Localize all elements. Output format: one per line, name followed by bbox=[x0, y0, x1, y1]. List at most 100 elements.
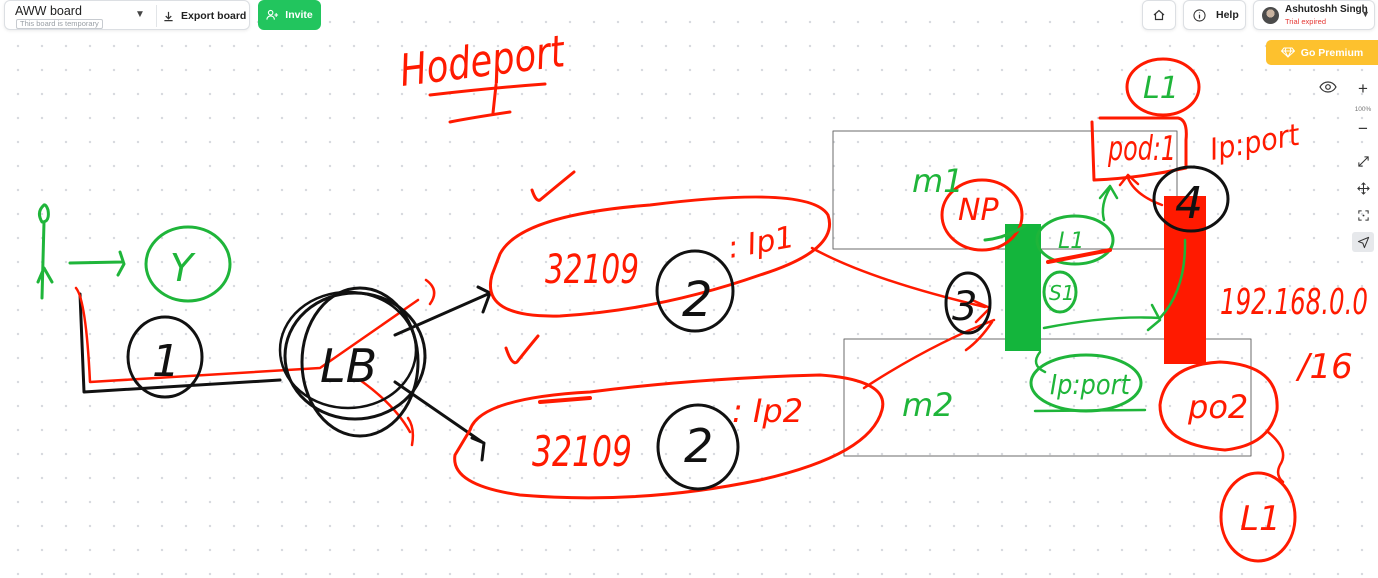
user-name: Ashutoshh Singh bbox=[1285, 4, 1368, 15]
label-l1-top: L1 bbox=[1143, 71, 1179, 106]
move-icon bbox=[1356, 181, 1370, 195]
green-up-arrow bbox=[1098, 184, 1119, 222]
fullscreen-button[interactable] bbox=[1352, 151, 1374, 171]
home-icon bbox=[1153, 9, 1165, 21]
label-mask: /16 bbox=[1295, 347, 1353, 387]
green-arrow bbox=[68, 250, 126, 277]
add-user-icon bbox=[266, 9, 279, 20]
zoom-level: 100% bbox=[1354, 106, 1372, 113]
invite-button[interactable]: Invite bbox=[258, 0, 321, 30]
avatar[interactable] bbox=[1262, 7, 1279, 24]
red-path-line-2 bbox=[358, 278, 436, 447]
label-s1: S1 bbox=[1049, 281, 1074, 305]
select-tool[interactable] bbox=[1352, 205, 1374, 225]
label-ip-port-mid: Ip:port bbox=[1050, 368, 1131, 401]
label-ip1: : Ip1 bbox=[725, 220, 797, 266]
label-l1-bottom: L1 bbox=[1240, 499, 1281, 539]
pod2-circle bbox=[1158, 360, 1279, 452]
label-l1-mid: L1 bbox=[1058, 229, 1084, 254]
node4-to-pod1-arrow bbox=[1118, 173, 1164, 207]
bottom-cluster-ellipse bbox=[453, 373, 885, 500]
move-tool[interactable] bbox=[1352, 178, 1374, 198]
l1-bottom-circle bbox=[1219, 471, 1297, 563]
l1-mid-circle bbox=[1035, 214, 1115, 266]
chevron-down-icon[interactable]: ▼ bbox=[135, 9, 145, 20]
green-bar bbox=[1005, 224, 1041, 351]
diamond-icon bbox=[1280, 47, 1295, 58]
s1-circle bbox=[1042, 270, 1078, 314]
label-pod2: po2 bbox=[1187, 388, 1248, 426]
board-name[interactable]: AWW board bbox=[15, 4, 82, 18]
label-ip: 192.168.0.0 bbox=[1220, 282, 1368, 323]
user-menu[interactable]: Ashutoshh Singh Trial expired ▼ bbox=[1253, 0, 1375, 30]
pod2-to-l1-squiggle bbox=[1266, 430, 1285, 484]
expand-icon bbox=[1357, 155, 1369, 167]
lb-circle-c bbox=[278, 290, 418, 410]
green-user-figure bbox=[36, 203, 54, 300]
label-4: 4 bbox=[1175, 178, 1203, 229]
red-bar bbox=[1164, 196, 1206, 364]
top-cluster-ellipse bbox=[489, 195, 831, 318]
title-underline-stub bbox=[491, 83, 498, 115]
arrow-lb-to-bottom bbox=[393, 380, 486, 462]
label-ip2: : Ip2 bbox=[732, 392, 803, 430]
minus-icon: − bbox=[1358, 119, 1368, 138]
l1-top-circle bbox=[1125, 57, 1201, 117]
label-3: 3 bbox=[952, 284, 977, 330]
green-bar-to-ip-line bbox=[1034, 350, 1047, 374]
label-2-bottom: 2 bbox=[684, 419, 713, 473]
eye-icon[interactable] bbox=[1318, 80, 1338, 96]
zoom-out-button[interactable]: − bbox=[1354, 120, 1372, 138]
bottom-cluster-scribble bbox=[538, 396, 592, 404]
toolbar-divider bbox=[156, 5, 157, 27]
np-circle bbox=[940, 178, 1024, 252]
label-pod1: pod:1 bbox=[1107, 129, 1176, 169]
plus-icon: + bbox=[1358, 79, 1368, 98]
label-m2: m2 bbox=[902, 386, 954, 424]
pointer-tool[interactable] bbox=[1352, 232, 1374, 252]
help-label: Help bbox=[1216, 9, 1239, 21]
title-underline bbox=[428, 82, 547, 124]
lb-circle-b bbox=[300, 286, 420, 438]
invite-label: Invite bbox=[285, 9, 313, 21]
machine-m2-box bbox=[843, 338, 1252, 457]
label-lb: LB bbox=[320, 339, 377, 393]
label-32109-bottom: 32109 bbox=[532, 427, 632, 476]
ip-port-mid-underline bbox=[1033, 408, 1147, 413]
circle-2-bottom bbox=[656, 403, 740, 491]
go-premium-label: Go Premium bbox=[1300, 46, 1364, 59]
label-m1: m1 bbox=[912, 162, 964, 200]
y-circle bbox=[144, 225, 232, 303]
home-button[interactable] bbox=[1142, 0, 1176, 30]
chevron-down-icon[interactable]: ▼ bbox=[1361, 9, 1370, 19]
np-connector bbox=[983, 224, 1027, 242]
black-path-line bbox=[78, 292, 282, 394]
download-icon bbox=[164, 11, 173, 21]
line-bottom-to-node3 bbox=[862, 318, 996, 390]
label-1: 1 bbox=[152, 336, 180, 387]
l1-strike bbox=[1046, 248, 1112, 264]
export-board-label: Export board bbox=[181, 10, 247, 22]
red-path-line bbox=[74, 286, 420, 384]
select-icon bbox=[1357, 209, 1369, 221]
green-bar-to-red-bar-line bbox=[1042, 238, 1187, 332]
label-32109-top: 32109 bbox=[545, 247, 639, 293]
label-y: Y bbox=[170, 246, 196, 290]
pointer-icon bbox=[1357, 236, 1369, 248]
go-premium-button[interactable]: Go Premium bbox=[1266, 40, 1378, 65]
circle-1 bbox=[126, 315, 204, 399]
help-button[interactable]: Help bbox=[1183, 0, 1246, 30]
circle-3 bbox=[944, 271, 992, 335]
checkmark-bottom bbox=[504, 334, 540, 365]
checkmark-top bbox=[530, 170, 576, 202]
circle-2-top bbox=[655, 249, 735, 333]
board-menu[interactable]: AWW board This board is temporary ▼ Expo… bbox=[4, 0, 250, 30]
export-board-button[interactable]: Export board bbox=[163, 6, 246, 26]
board-temporary-note: This board is temporary bbox=[16, 19, 103, 29]
label-np: NP bbox=[958, 193, 999, 228]
zoom-in-button[interactable]: + bbox=[1354, 80, 1372, 98]
arrow-lb-to-top bbox=[393, 285, 492, 337]
drawing-title: Hodeport bbox=[397, 26, 568, 97]
circle-4 bbox=[1152, 165, 1230, 233]
